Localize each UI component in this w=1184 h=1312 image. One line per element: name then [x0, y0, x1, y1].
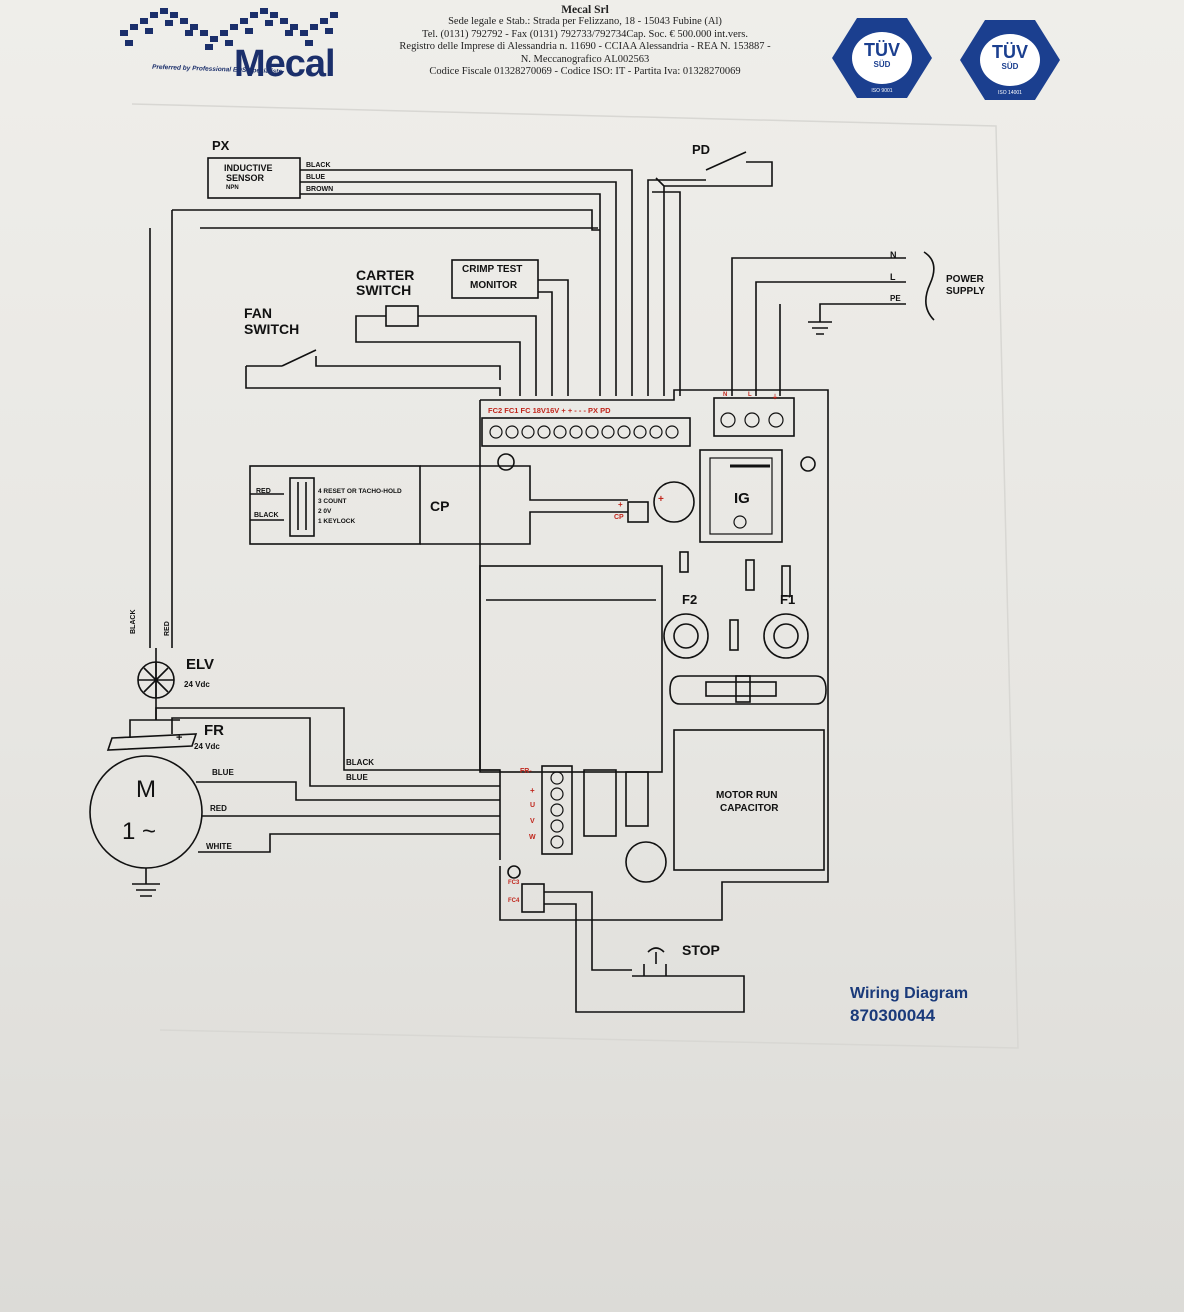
power-line-label: N — [890, 250, 897, 260]
company-header: Mecal Srl Sede legale e Stab.: Strada pe… — [355, 4, 815, 78]
diagram-title-block: Wiring Diagram 870300044 — [850, 983, 968, 1027]
power-line-label: L — [890, 272, 896, 282]
tuv-sub: SÜD — [1001, 62, 1019, 71]
fc-label: FC3 — [508, 880, 520, 886]
px-wire-label: BLACK — [306, 162, 331, 169]
fan-switch-line: FAN — [244, 305, 272, 321]
ig-label: IG — [734, 490, 750, 507]
motor-run-capacitor — [673, 729, 825, 871]
motor-terminal-label: W — [529, 834, 536, 841]
mains-terminal-label: N — [723, 392, 728, 398]
motor-symbol — [89, 755, 203, 869]
power-line-label: PE — [890, 294, 901, 303]
cp-wire-label: BLACK — [254, 512, 279, 519]
motor-terminal-label: U — [530, 802, 536, 809]
cp-connector-box — [249, 465, 421, 545]
tuv-sub: SÜD — [873, 60, 891, 69]
cp-pin-label: 1 KEYLOCK — [318, 518, 356, 525]
fuse-f2 — [663, 613, 709, 659]
mains-terminal-label: ⏚ — [772, 395, 779, 401]
header-line: Tel. (0131) 792792 - Fax (0131) 792733/7… — [422, 28, 748, 40]
fc-label: FC4 — [508, 898, 520, 904]
fr-brake-symbol — [106, 733, 198, 751]
mecal-logo-pattern — [120, 8, 338, 50]
px-box-line: NPN — [226, 185, 239, 191]
fuse-f1 — [763, 613, 809, 659]
tuv-iso14001-badge: TÜV SÜD ISO 14001 — [960, 20, 1060, 100]
mains-terminal-block — [713, 397, 795, 437]
px-wire-label: BLUE — [306, 174, 326, 181]
fr-label: FR — [204, 722, 224, 739]
power-supply-label: SUPPLY — [946, 286, 986, 297]
fuse-f2-label: F2 — [682, 592, 698, 607]
carter-switch-line: SWITCH — [356, 282, 412, 298]
tuv-iso9001-badge: TÜV SÜD ISO 9001 — [832, 18, 932, 98]
cp-wire-label: RED — [256, 488, 271, 495]
power-supply-label: POWER — [946, 274, 984, 285]
terminal-strip — [481, 417, 691, 447]
fuse-f1-label: F1 — [780, 592, 796, 607]
capacitor-round — [625, 841, 667, 883]
capacitor-label: CAPACITOR — [720, 803, 779, 814]
fr-minus: − — [118, 733, 124, 744]
fr-wire-label: BLACK — [346, 758, 374, 767]
header-line: Codice Fiscale 01328270069 - Codice ISO:… — [429, 66, 741, 78]
fan-switch-line: SWITCH — [244, 321, 300, 337]
mains-terminal-label: L — [748, 392, 752, 398]
crimp-test-line: CRIMP TEST — [462, 264, 523, 275]
stop-label: STOP — [682, 942, 720, 958]
crimp-test-monitor-box — [451, 259, 539, 299]
fr-voltage: 24 Vdc — [194, 742, 220, 751]
header-line: N. Meccanografico AL002563 — [520, 53, 650, 65]
cp-pin-label: 2 0V — [318, 508, 332, 515]
tuv-mark: TÜV — [992, 42, 1028, 62]
board-cap-plus: + — [658, 494, 664, 505]
elv-voltage: 24 Vdc — [184, 680, 210, 689]
capacitor-label: MOTOR RUN — [716, 790, 778, 801]
elv-wire-label: BLACK — [130, 609, 137, 635]
heatsink — [479, 565, 663, 773]
board-capacitor — [653, 481, 695, 523]
ig-relay — [699, 449, 783, 543]
board-cp-label: CP — [614, 514, 624, 521]
px-box-line: SENSOR — [226, 173, 265, 183]
motor-terminal-label: FR- — [520, 768, 532, 775]
motor-terminal-label: V — [530, 818, 535, 825]
elv-label: ELV — [186, 656, 215, 673]
cp-pin-label: 3 COUNT — [318, 498, 347, 505]
px-wire-label: BROWN — [306, 186, 334, 193]
header-line: Sede legale e Stab.: Strada per Felizzan… — [448, 16, 722, 28]
cp-pin-label: 4 RESET OR TACHO-HOLD — [318, 488, 402, 495]
pd-label: PD — [692, 142, 711, 157]
px-box-line: INDUCTIVE — [224, 163, 273, 173]
cp-label: CP — [430, 498, 450, 514]
mecal-wordmark: Mecal — [234, 43, 336, 85]
diagram-title: Wiring Diagram — [850, 985, 969, 1002]
px-label: PX — [212, 138, 230, 153]
fr-wire-label: BLUE — [346, 773, 368, 782]
px-sensor-box — [207, 157, 301, 199]
motor-wire-label: RED — [210, 804, 227, 813]
terminal-strip-labels: FC2 FC1 FC 18V16V + + - - - PX PD — [488, 406, 611, 415]
company-name: Mecal Srl — [561, 4, 609, 16]
motor-terminal-label: + — [530, 786, 535, 795]
motor-wire-label: WHITE — [206, 842, 232, 851]
tuv-iso: ISO 9001 — [871, 88, 893, 94]
motor-wire-label: BLUE — [212, 768, 234, 777]
carter-switch-line: CARTER — [356, 267, 415, 283]
tuv-iso: ISO 14001 — [998, 90, 1022, 96]
motor-label-bottom: 1 ~ — [122, 818, 157, 845]
tuv-mark: TÜV — [864, 40, 900, 60]
motor-label-top: M — [136, 776, 156, 803]
header-line: Registro delle Imprese di Alessandria n.… — [399, 41, 771, 53]
crimp-test-line: MONITOR — [470, 280, 518, 291]
board-cp-plus: + — [618, 500, 623, 509]
diagram-number: 870300044 — [850, 1006, 936, 1025]
motor-terminal-block — [541, 765, 573, 855]
carter-switch-box — [385, 305, 419, 327]
fr-plus: + — [176, 732, 183, 744]
elv-wire-label: RED — [164, 621, 171, 636]
